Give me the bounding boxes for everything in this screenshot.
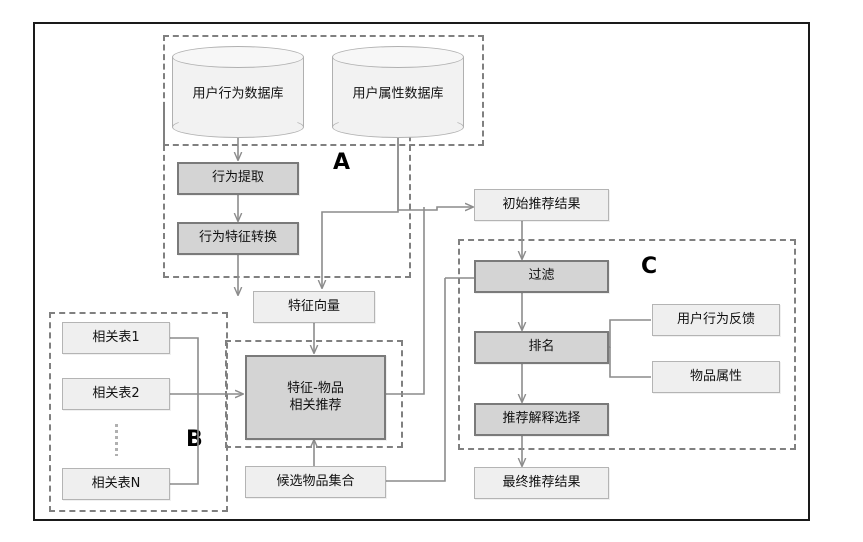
db-user-attribute: 用户属性数据库 [332, 46, 464, 138]
db-bottom-ellipse [172, 116, 304, 138]
node-relation-table-n[interactable]: 相关表N [62, 468, 170, 500]
node-label: 相关表2 [92, 385, 140, 401]
node-feature-item-recommendation[interactable]: 特征-物品 相关推荐 [245, 355, 386, 440]
db-user-behavior-label: 用户行为数据库 [192, 86, 284, 102]
node-feature-vector[interactable]: 特征向量 [253, 291, 375, 323]
node-label: 相关表N [91, 475, 141, 491]
node-label: 行为特征转换 [198, 230, 277, 246]
node-label: 初始推荐结果 [502, 196, 581, 212]
node-label: 候选物品集合 [276, 473, 355, 489]
node-relation-table-2[interactable]: 相关表2 [62, 378, 170, 410]
node-candidate-item-set[interactable]: 候选物品集合 [245, 466, 386, 498]
node-final-rec-result[interactable]: 最终推荐结果 [474, 467, 609, 499]
node-ranking[interactable]: 排名 [474, 331, 609, 364]
node-label: 排名 [528, 339, 555, 355]
node-label-line1: 特征-物品 [287, 381, 344, 397]
group-region-c [458, 239, 796, 450]
db-bottom-ellipse [332, 116, 464, 138]
node-label: 物品属性 [689, 368, 742, 384]
node-filter[interactable]: 过滤 [474, 260, 609, 293]
db-top-ellipse [172, 46, 304, 68]
db-top-ellipse [332, 46, 464, 68]
group-label-b: B [186, 427, 203, 452]
group-region-b [49, 312, 228, 512]
group-label-c: C [641, 254, 658, 279]
db-user-behavior: 用户行为数据库 [172, 46, 304, 138]
db-user-attribute-label: 用户属性数据库 [352, 86, 444, 102]
node-user-behavior-feedback[interactable]: 用户行为反馈 [652, 304, 780, 336]
node-label: 相关表1 [92, 329, 140, 345]
node-rec-explanation-selection[interactable]: 推荐解释选择 [474, 403, 609, 436]
node-label: 用户行为反馈 [676, 311, 755, 327]
group-label-a: A [333, 150, 351, 175]
node-initial-rec-result[interactable]: 初始推荐结果 [474, 189, 609, 221]
node-label: 特征向量 [287, 298, 340, 314]
node-label: 推荐解释选择 [502, 411, 581, 427]
node-label-line2: 相关推荐 [289, 397, 342, 413]
node-behavior-feature-conversion[interactable]: 行为特征转换 [177, 222, 299, 255]
node-label: 行为提取 [211, 170, 264, 186]
node-label: 最终推荐结果 [502, 474, 581, 490]
node-behavior-extract[interactable]: 行为提取 [177, 162, 299, 195]
node-item-attribute[interactable]: 物品属性 [652, 361, 780, 393]
relation-table-ellipsis [115, 424, 118, 456]
node-label: 过滤 [528, 268, 555, 284]
node-relation-table-1[interactable]: 相关表1 [62, 322, 170, 354]
